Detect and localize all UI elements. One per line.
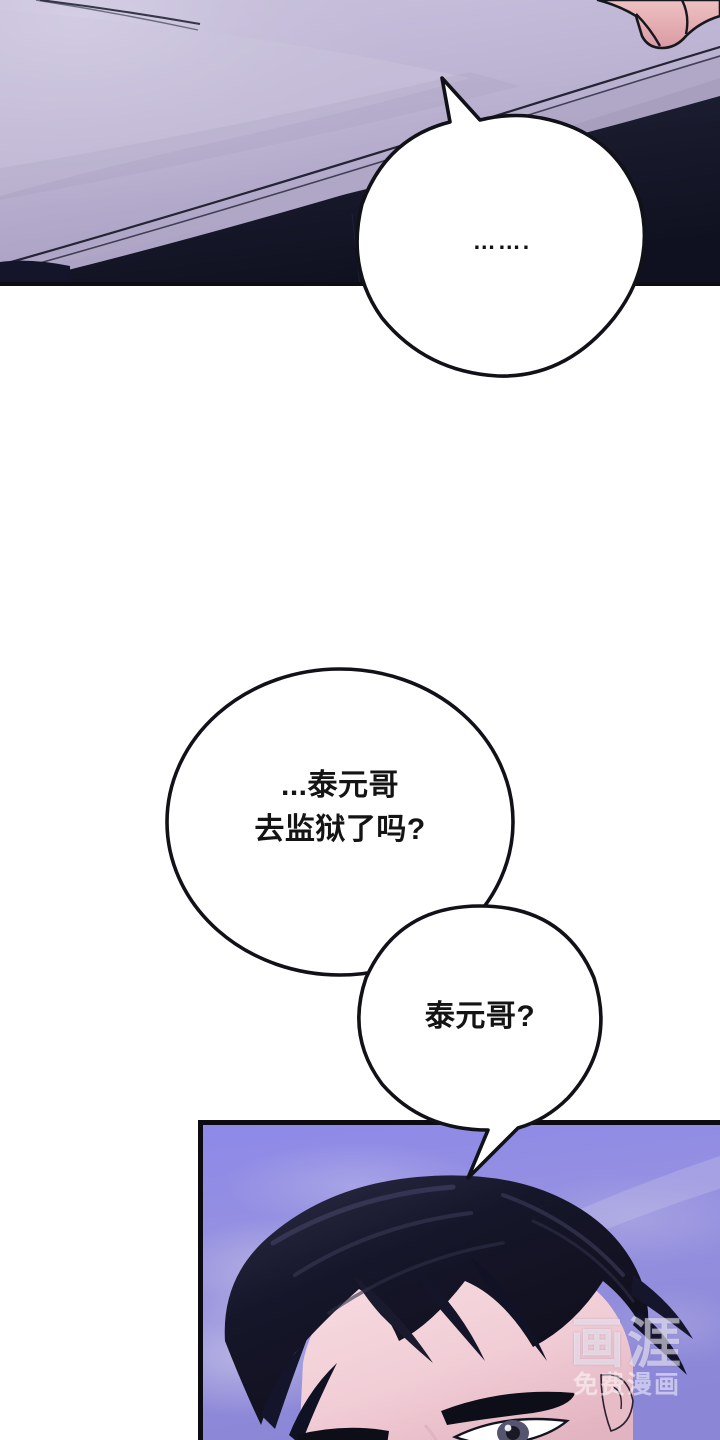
speech-bubble-ellipsis: ……. bbox=[352, 76, 652, 380]
hand-fingers bbox=[596, 0, 720, 50]
character-head bbox=[224, 1175, 693, 1440]
panel-bottom-artwork bbox=[203, 1125, 720, 1440]
speech-bubble-name-call: 泰元哥? bbox=[350, 902, 610, 1182]
panel-top-bottom-border bbox=[0, 282, 720, 286]
